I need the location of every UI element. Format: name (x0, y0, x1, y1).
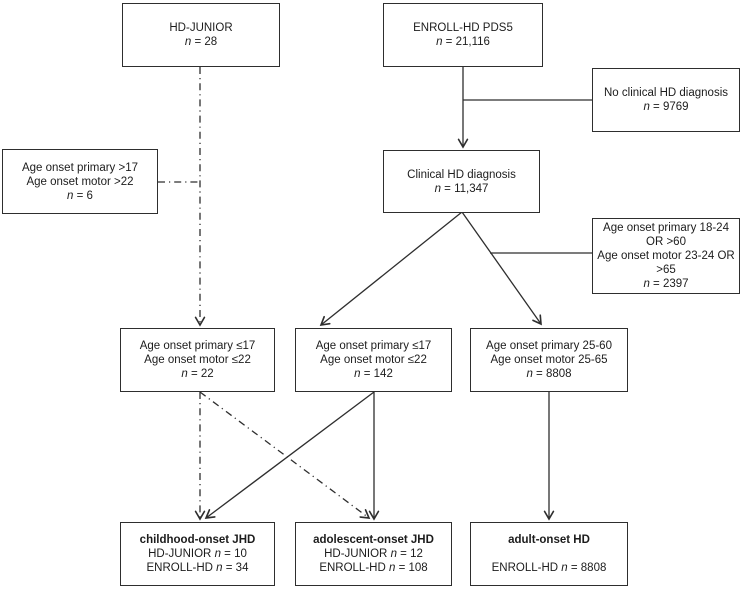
arrow-clinical-to-juvenile-enroll (319, 211, 463, 327)
box-line: n = 8808 (526, 368, 572, 380)
arrow-juvenile-junior-to-adolescent (199, 391, 371, 519)
box-line: HD-JUNIOR n = 10 (148, 548, 247, 560)
box-line: HD-JUNIOR (169, 22, 233, 34)
box-line: n = 22 (181, 368, 214, 380)
box-line: n = 11,347 (434, 182, 489, 195)
box-line: Age onset primary ≤17 (139, 340, 256, 352)
box-line: adolescent-onset JHD (313, 534, 434, 546)
flow-box-childhood-onset-jhd: childhood-onset JHD HD-JUNIOR n = 10 ENROL… (120, 522, 275, 586)
box-line: n = 142 (354, 368, 393, 380)
box-line: >65 (656, 264, 676, 276)
box-line: ENROLL-HD PDS5 (413, 22, 513, 34)
box-line: HD-JUNIOR n = 12 (324, 548, 423, 560)
box-line: Age onset primary 25-60 (486, 340, 612, 352)
box-line: Age onset primary >17 (21, 161, 139, 174)
box-line: n = 21,116 (436, 36, 490, 48)
box-line: Age onset motor >22 (26, 175, 134, 188)
box-line: n = 28 (184, 36, 218, 48)
box-line: OR >60 (646, 236, 686, 248)
box-line: No clinical HD diagnosis (604, 87, 728, 99)
arrow-juvenile-enroll-to-childhood (204, 391, 375, 519)
box-line: Age onset motor 25-65 (490, 354, 608, 366)
box-line: n = 6 (67, 189, 93, 202)
box-line: Age onset motor ≤22 (144, 354, 251, 366)
box-line: n = 9769 (643, 101, 689, 113)
box-line (547, 547, 550, 561)
flow-box-enroll-hd-pds5: ENROLL-HD PDS5 n = 21,116 (383, 3, 543, 67)
box-line: childhood-onset JHD (139, 534, 256, 546)
box-line: Age onset motor ≤22 (320, 354, 427, 366)
box-line: ENROLL-HD n = 34 (146, 562, 249, 574)
box-line: Clinical HD diagnosis (407, 168, 516, 181)
box-line: Age onset primary 18-24 (603, 222, 729, 234)
box-line: ENROLL-HD n = 108 (319, 562, 428, 574)
box-line: Age onset motor 23-24 OR (597, 250, 735, 262)
box-line: n = 2397 (643, 278, 689, 290)
flow-box-adult-onset-hd: adult-onset HD ENROLL-HD n = 8808 (470, 522, 628, 586)
arrow-clinical-to-adult-enroll (461, 211, 542, 326)
box-line: adult-onset HD (508, 534, 590, 546)
box-line: Age onset primary ≤17 (315, 340, 432, 352)
box-line: ENROLL-HD n = 8808 (491, 562, 607, 574)
flow-box-hd-junior: HD-JUNIOR n = 28 (122, 3, 280, 67)
flow-box-adolescent-onset-jhd: adolescent-onset JHD HD-JUNIOR n = 12 ENRO… (295, 522, 452, 586)
flow-box-no-clinical-hd: No clinical HD diagnosis n = 9769 (592, 68, 740, 132)
